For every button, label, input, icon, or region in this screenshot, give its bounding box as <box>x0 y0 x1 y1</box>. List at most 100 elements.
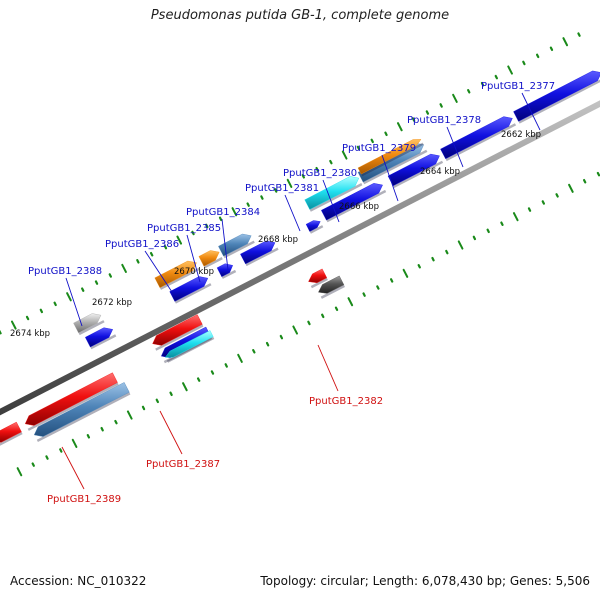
scale-tick <box>347 297 354 307</box>
gene-arrow-shadow <box>310 277 328 289</box>
scale-tick <box>467 89 471 94</box>
gene-arrow-forward[interactable] <box>218 233 252 257</box>
scale-tick <box>66 292 72 302</box>
scale-tick <box>114 419 118 425</box>
scale-tick <box>480 81 485 87</box>
scale-tick <box>389 278 394 283</box>
gene-arrow-shadow <box>155 324 204 351</box>
scale-tick <box>321 313 325 319</box>
scale-tick <box>86 434 91 439</box>
scale-tick <box>286 178 293 188</box>
topology-text: Topology: circular; Length: 6,078,430 bp… <box>260 574 590 588</box>
scale-tick <box>292 325 298 335</box>
gene-arrow-forward[interactable] <box>304 176 360 210</box>
scale-tick <box>527 207 532 212</box>
scale-tick <box>16 467 23 477</box>
lower-tick-row <box>16 171 600 477</box>
callout-line <box>521 92 541 131</box>
scale-tick <box>81 287 85 292</box>
scale-label: 2670 kbp <box>174 267 214 277</box>
scale-tick <box>486 228 490 234</box>
gene-label[interactable]: PputGB1_2386 <box>105 239 179 250</box>
gene-label[interactable]: PputGB1_2388 <box>28 266 102 277</box>
gene-arrow-reverse[interactable] <box>33 382 130 437</box>
gene-arrow-forward[interactable] <box>216 263 233 277</box>
scale-tick <box>431 256 435 262</box>
scale-tick <box>362 292 366 297</box>
scale-tick <box>535 53 540 59</box>
scale-tick <box>274 188 278 193</box>
scale-tick <box>279 334 284 340</box>
gene-arrow-forward[interactable] <box>357 139 422 175</box>
map-title: Pseudomonas putida GB-1, complete genome <box>150 8 450 23</box>
gene-label[interactable]: PputGB1_2384 <box>186 207 260 218</box>
gene-features <box>0 70 600 446</box>
scale-tick <box>39 308 44 314</box>
gene-arrow-forward[interactable] <box>73 313 102 334</box>
callout-line <box>186 234 201 283</box>
scale-tick <box>411 117 416 122</box>
gene-arrow-forward[interactable] <box>513 70 600 122</box>
scale-tick <box>568 183 574 193</box>
gene-arrow-shadow <box>393 160 444 188</box>
gene-arrow-reverse[interactable] <box>318 275 345 294</box>
scale-tick <box>596 171 600 177</box>
scale-tick <box>376 285 380 290</box>
scale-tick <box>237 353 243 363</box>
scale-tick <box>457 240 464 250</box>
gene-arrow-shadow <box>174 283 212 304</box>
scale-tick <box>94 280 99 285</box>
upper-tick-row <box>0 32 581 335</box>
gene-arrow-forward[interactable] <box>198 250 220 267</box>
gene-arrow-reverse[interactable] <box>0 421 22 443</box>
gene-arrow-shadow <box>159 267 201 290</box>
scale-tick <box>126 410 133 420</box>
gene-arrow-forward[interactable] <box>85 327 113 348</box>
scale-tick <box>329 159 333 165</box>
scale-tick <box>370 138 374 144</box>
gene-arrow-reverse[interactable] <box>24 372 118 426</box>
gene-label[interactable]: PputGB1_2380 <box>283 168 357 179</box>
gene-arrow-forward[interactable] <box>169 276 209 302</box>
gene-arrow-reverse[interactable] <box>308 268 328 284</box>
gene-arrow-forward[interactable] <box>440 116 513 160</box>
gene-label[interactable]: PputGB1_2382 <box>309 396 383 407</box>
scale-tick <box>149 251 154 257</box>
gene-label[interactable]: PputGB1_2389 <box>47 494 121 505</box>
scale-tick <box>45 455 49 460</box>
gene-label[interactable]: PputGB1_2387 <box>146 459 220 470</box>
scale-tick <box>384 131 388 137</box>
scale-tick <box>121 263 127 273</box>
accession-text: Accession: NC_010322 <box>10 574 147 588</box>
scale-tick <box>210 370 215 375</box>
gene-arrow-shadow <box>326 189 387 223</box>
gene-arrow-shadow <box>0 431 23 446</box>
gene-arrow-shadow <box>78 320 105 336</box>
gene-label[interactable]: PputGB1_2381 <box>245 183 319 194</box>
gene-arrow-forward[interactable] <box>240 240 276 265</box>
scale-tick <box>0 330 2 335</box>
gene-label[interactable]: PputGB1_2379 <box>342 143 416 154</box>
callout-line <box>446 126 464 168</box>
gene-arrow-reverse[interactable] <box>164 330 214 358</box>
gene-label[interactable]: PputGB1_2377 <box>481 81 555 92</box>
scale-tick <box>402 268 409 278</box>
scale-tick <box>141 405 146 411</box>
scale-tick <box>301 174 305 179</box>
gene-arrow-shadow <box>309 183 363 212</box>
gene-label[interactable]: PputGB1_2378 <box>407 115 481 126</box>
gene-label[interactable]: PputGB1_2385 <box>147 223 221 234</box>
callout-line <box>381 154 399 202</box>
scale-tick <box>512 212 519 222</box>
scale-tick <box>555 193 559 198</box>
gene-arrow-shadow <box>320 284 345 299</box>
callout-line <box>65 277 83 327</box>
gene-arrow-forward[interactable] <box>305 220 321 232</box>
scale-tick <box>196 377 201 382</box>
gene-arrow-shadow <box>221 269 237 279</box>
gene-arrow-forward[interactable] <box>321 183 383 221</box>
scale-tick <box>176 235 183 245</box>
gene-arrow-reverse[interactable] <box>152 314 203 346</box>
scale-tick <box>577 32 581 37</box>
